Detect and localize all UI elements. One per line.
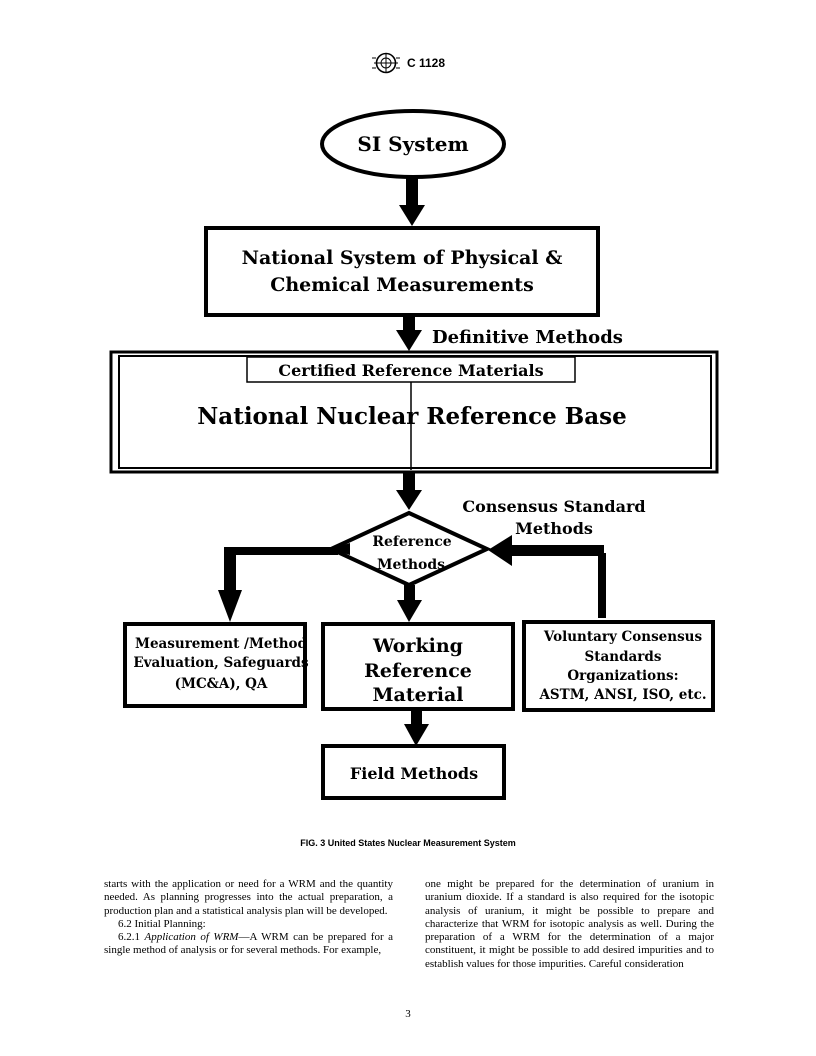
- national-system-node: [204, 226, 600, 317]
- working-label-line2: Reference: [364, 660, 472, 682]
- measurement-label-line2: Evaluation, Safeguards: [133, 655, 309, 671]
- voluntary-label-line4: ASTM, ANSI, ISO, etc.: [538, 687, 706, 703]
- arrow-voluntary-to-methods-vertical: [598, 553, 606, 618]
- reference-methods-label-line1: Reference: [372, 534, 451, 550]
- consensus-standard-label-line1: Consensus Standard: [462, 497, 645, 516]
- left-paragraph-6-2-1: 6.2.1 Application of WRM—A WRM can be pr…: [104, 931, 393, 958]
- arrow-voluntary-to-methods-horizontal: [512, 545, 604, 556]
- document-id: C 1128: [406, 56, 446, 70]
- working-label-line3: Material: [373, 684, 464, 706]
- flowchart: SI System National System of Physical & …: [109, 109, 719, 800]
- arrow-methods-to-measurement-vertical: [224, 547, 236, 592]
- arrow-methods-to-measurement-head: [218, 590, 242, 622]
- left-paragraph-1: starts with the application or need for …: [104, 878, 393, 917]
- section-6-2-text: 6.2 Initial Planning:: [118, 917, 206, 930]
- measurement-node: [123, 622, 307, 708]
- arrow-national-to-base-shaft: [403, 315, 415, 333]
- arrow-methods-to-working-shaft: [404, 585, 415, 603]
- section-heading-6-2: 6.2 Initial Planning:: [104, 918, 393, 931]
- measurement-label-line1: Measurement /Method: [135, 636, 308, 652]
- definitive-methods-label: Definitive Methods: [432, 327, 623, 348]
- arrow-si-to-national-head: [399, 205, 425, 226]
- arrow-base-to-methods-shaft: [403, 473, 415, 493]
- page-number: 3: [405, 1008, 411, 1020]
- arrow-voluntary-to-methods-head: [488, 535, 512, 566]
- arrow-working-to-field-head: [404, 724, 429, 746]
- si-system-node: [320, 109, 506, 179]
- body-text: starts with the application or need for …: [104, 878, 714, 971]
- voluntary-label-line3: Organizations:: [567, 668, 678, 684]
- arrow-methods-to-measurement-horizontal: [228, 547, 338, 555]
- national-nuclear-reference-base-label: National Nuclear Reference Base: [197, 403, 626, 430]
- reference-methods-label-line2: Methods: [377, 557, 445, 573]
- voluntary-label-line2: Standards: [585, 649, 662, 665]
- right-paragraph-1: one might be prepared for the determinat…: [425, 878, 714, 970]
- arrow-si-to-national-shaft: [406, 178, 418, 208]
- astm-logo-icon: [371, 52, 400, 74]
- certified-reference-materials-label: Certified Reference Materials: [278, 361, 543, 380]
- national-system-label-line1: National System of Physical &: [242, 247, 563, 269]
- figure-caption: FIG. 3 United States Nuclear Measurement…: [300, 838, 516, 848]
- right-column: one might be prepared for the determinat…: [425, 878, 714, 971]
- working-label-line1: Working: [372, 635, 463, 657]
- consensus-standard-label-line2: Methods: [515, 519, 593, 538]
- arrow-working-to-field-shaft: [411, 709, 422, 727]
- national-system-label-line2: Chemical Measurements: [270, 274, 534, 296]
- voluntary-consensus-node: [522, 620, 715, 712]
- arrow-base-to-methods-head: [396, 490, 422, 510]
- field-methods-node: [321, 744, 506, 800]
- subsection-number: 6.2.1: [118, 931, 145, 944]
- reference-base-inner-frame: [118, 355, 712, 469]
- subsection-title: Application of WRM: [144, 931, 239, 944]
- arrow-methods-to-working-head: [397, 600, 422, 622]
- arrow-methods-to-measurement-tip: [330, 543, 350, 555]
- arrow-national-to-base-head: [396, 330, 422, 351]
- field-methods-label: Field Methods: [350, 764, 478, 783]
- si-system-label: SI System: [357, 132, 468, 156]
- voluntary-label-line1: Voluntary Consensus: [543, 629, 703, 645]
- subsection-text: —A WRM can be prepared for a single meth…: [104, 931, 393, 957]
- left-column: starts with the application or need for …: [104, 878, 393, 971]
- page-header: C 1128: [0, 52, 816, 74]
- working-reference-material-node: [321, 622, 515, 711]
- measurement-label-line3: (MC&A), QA: [175, 676, 268, 692]
